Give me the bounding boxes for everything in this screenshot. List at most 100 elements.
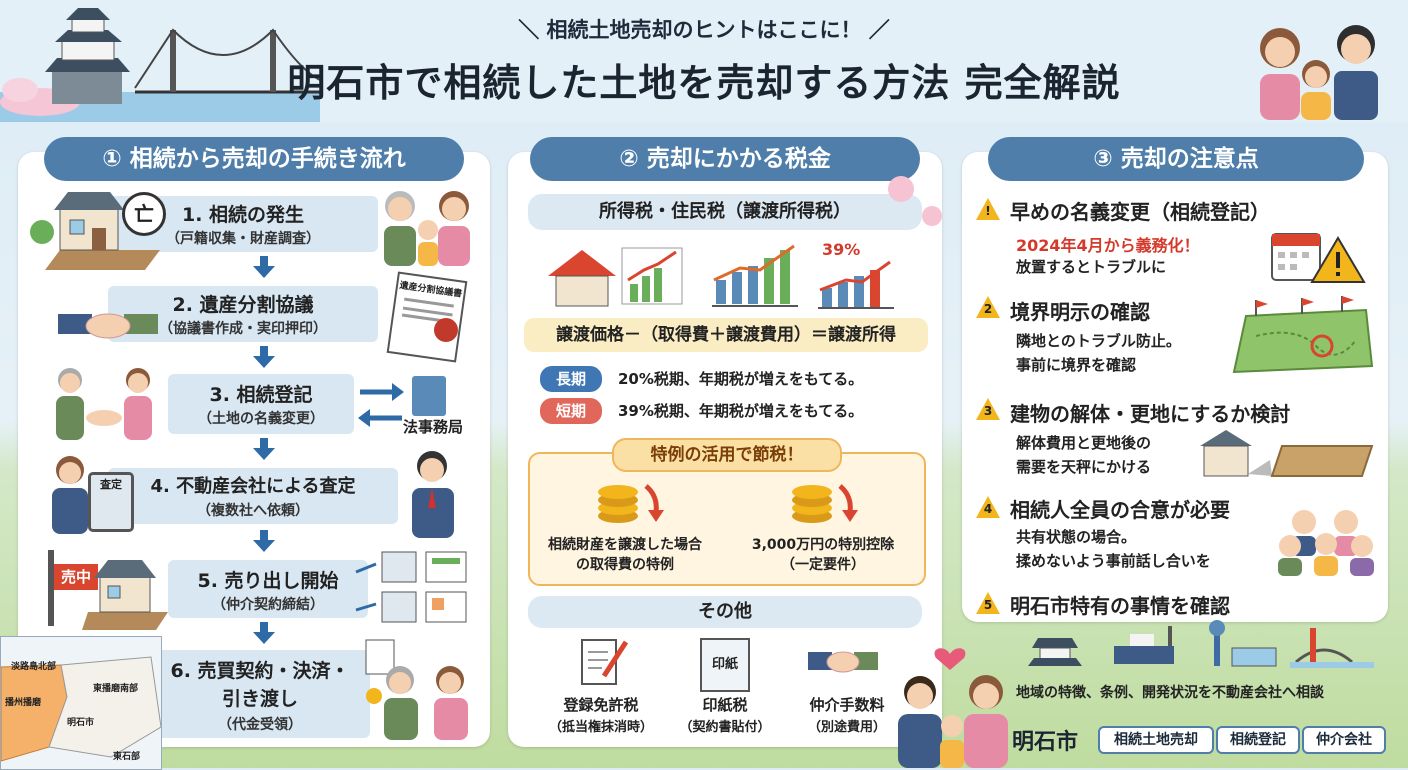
appraisal-label: 査定 — [100, 478, 122, 491]
flow-arrow-5-head — [253, 632, 275, 644]
agreement-document-icon: 遺産分割協議書 — [386, 271, 468, 363]
step-4-sub: （複数社へ依頼） — [197, 503, 309, 519]
point-5-title: 明石市特有の事情を確認 — [1010, 594, 1230, 618]
rate-chart-icon — [818, 260, 894, 309]
handshake-icon — [58, 313, 158, 339]
sakura-icon-2 — [922, 206, 942, 226]
flow-arrow-1 — [260, 256, 268, 266]
warning-icon-1 — [976, 198, 1000, 220]
step-2-sub: （協議書作成・実印押印） — [159, 321, 327, 337]
brokerage-fee-name: 仲介手数料 — [809, 696, 885, 714]
warning-num-4: 4 — [983, 502, 993, 516]
warning-icon-2 — [976, 296, 1000, 318]
step-6-band — [150, 650, 370, 738]
coins-down-right-icon — [792, 484, 858, 523]
warning-num-5: 5 — [983, 598, 993, 612]
stamp-tax-note: （契約書貼付） — [679, 720, 771, 735]
step-4-band — [108, 468, 398, 524]
couple-illustration — [898, 648, 1008, 768]
step-3-sub: （土地の名義変更） — [198, 411, 324, 427]
point-2-title: 境界明示の確認 — [1010, 300, 1150, 324]
footer-city: 明石市 — [1012, 730, 1079, 755]
special-right-line-2: （一定要件） — [781, 557, 865, 573]
area-map-shapes — [1, 656, 161, 762]
pen-document-icon — [581, 639, 629, 685]
tablet-icon: 査定 — [88, 472, 134, 532]
flow-arrow-5 — [260, 622, 268, 632]
warning-num-3: 3 — [983, 404, 993, 418]
flow-arrow-1-head — [253, 266, 275, 278]
step-6-title-2: 引き渡し — [221, 688, 298, 710]
akashi-landmarks-icon — [1028, 620, 1374, 668]
agent-man-icon — [412, 451, 454, 538]
header-subtitle: ＼ 相続土地売却のヒントはここに！ ／ — [518, 18, 890, 42]
fee-handshake-icon — [808, 651, 878, 673]
warning-icon-3 — [976, 398, 1000, 420]
deceased-mark-icon: 亡 — [122, 192, 166, 236]
long-term-tag: 長期 — [540, 366, 602, 392]
point-4-title: 相続人全員の合意が必要 — [1010, 498, 1230, 522]
step-2-title: 2. 遺産分割協議 — [172, 294, 314, 316]
page-title: 明石市で相続した土地を売却する方法 完全解説 — [287, 61, 1121, 105]
sign-post — [48, 550, 54, 626]
area-map: 淡路島北部 播州播磨 明石市 東播磨南部 東石部 — [0, 636, 162, 770]
document-label: 遺産分割協議書 — [398, 280, 463, 300]
map-label-2: 播州播磨 — [5, 698, 42, 708]
registration-tax-name: 登録免許税 — [563, 696, 639, 714]
stamp-tax-name: 印紙税 — [702, 696, 748, 714]
warning-num-2: 2 — [983, 302, 993, 316]
flow-arrow-4-head — [253, 540, 275, 552]
tax-formula: 譲渡価格－（取得費＋譲渡費用）＝譲渡所得 — [524, 318, 928, 352]
step-5-title: 5. 売り出し開始 — [197, 570, 339, 592]
seal-stamp-icon — [434, 318, 458, 342]
warning-icon-4 — [976, 496, 1000, 518]
step-3-title: 3. 相続登記 — [209, 384, 313, 406]
other-heading: その他 — [528, 596, 922, 628]
registration-tax-note: （抵当権抹消時） — [548, 720, 653, 735]
map-label-4: 東播磨南部 — [93, 684, 139, 694]
couple-payment-icon — [365, 639, 468, 740]
point-1-title: 早めの名義変更（相続登記） — [1010, 200, 1270, 224]
castle-bridge-illustration — [0, 8, 320, 122]
for-sale-sign-icon: 売中 — [54, 564, 98, 590]
flow-arrow-2 — [260, 346, 268, 356]
tax-type-label: 所得税・住民税（譲渡所得税） — [528, 194, 922, 230]
point-3-body-1: 解体費用と更地後の — [1016, 434, 1152, 452]
footer-tag-2: 相続登記 — [1216, 726, 1300, 754]
step-6-title: 6. 売買契約・決済・ — [170, 660, 350, 682]
step-1-sub: （戸籍収集・財産調査） — [166, 231, 320, 247]
agent-woman-icon — [52, 456, 88, 534]
house-land-icon — [30, 192, 160, 270]
map-label-3: 明石市 — [67, 718, 95, 728]
flow-arrow-2-head — [253, 356, 275, 368]
people-handshake-icon — [56, 368, 152, 440]
step-1-title: 1. 相続の発生 — [181, 204, 305, 226]
point-3-body-2: 需要を天秤にかける — [1016, 458, 1152, 476]
growth-bar-chart-icon — [712, 244, 798, 307]
point-1-highlight: 2024年4月から義務化！ — [1016, 236, 1200, 255]
rate-label: 39% — [822, 240, 861, 259]
long-term-text: 20%税期、年期税が増えをもてる。 — [618, 370, 864, 388]
point-4-body-2: 揉めないよう事前話し合いを — [1016, 552, 1211, 570]
family-illustration — [1260, 25, 1378, 120]
step-4-title: 4. 不動産会社による査定 — [150, 476, 356, 497]
point-2-body-1: 隣地とのトラブル防止。 — [1016, 332, 1181, 350]
warning-num-1: ! — [985, 204, 991, 218]
stamp-paper-icon: 印紙 — [700, 638, 750, 692]
boundary-land-icon — [1232, 296, 1374, 374]
flow-arrow-3 — [260, 438, 268, 448]
flow-arrow-3-head — [253, 448, 275, 460]
special-left-line-2: の取得費の特例 — [576, 557, 674, 573]
legal-office-label: 法事務局 — [402, 418, 463, 436]
special-right-line-1: 3,000万円の特別控除 — [751, 537, 895, 553]
exchange-arrows-icon — [358, 383, 404, 427]
point-5-body: 地域の特徴、条例、開発状況を不動産会社へ相談 — [1016, 685, 1324, 701]
calendar-warning-icon — [1271, 233, 1366, 283]
house-sale-icon — [82, 560, 168, 630]
map-label-5: 東石部 — [113, 752, 141, 762]
special-left-line-1: 相続財産を譲渡した場合 — [548, 537, 702, 553]
sakura-icon — [888, 176, 914, 202]
brokerage-fee-note: （別途費用） — [807, 720, 886, 735]
legal-office-building-icon — [412, 376, 446, 416]
footer-tag-1: 相続土地売却 — [1098, 726, 1214, 754]
